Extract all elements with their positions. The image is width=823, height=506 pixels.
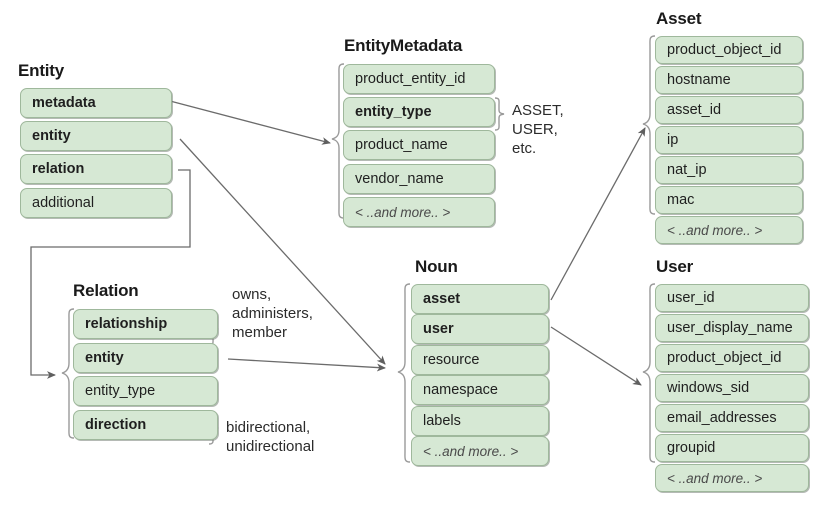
field-relation-entity[interactable]: entity — [73, 343, 218, 373]
field-user-user-id[interactable]: user_id — [655, 284, 809, 312]
field-noun-resource[interactable]: resource — [411, 345, 549, 375]
field-asset-nat-ip[interactable]: nat_ip — [655, 156, 803, 184]
annotation-relationship-values: owns, administers, member — [232, 286, 313, 341]
field-user-more[interactable]: < ..and more.. > — [655, 464, 809, 492]
group-title-entity-metadata: EntityMetadata — [344, 36, 463, 55]
group-title-relation: Relation — [73, 281, 139, 300]
field-user-email-addresses[interactable]: email_addresses — [655, 404, 809, 432]
field-relation-relationship[interactable]: relationship — [73, 309, 218, 339]
field-asset-asset-id[interactable]: asset_id — [655, 96, 803, 124]
field-noun-namespace[interactable]: namespace — [411, 375, 549, 405]
group-title-noun: Noun — [415, 257, 458, 276]
field-entity-metadata[interactable]: metadata — [20, 88, 172, 118]
field-entitymetadata-product-entity-id[interactable]: product_entity_id — [343, 64, 495, 94]
field-entity-relation[interactable]: relation — [20, 154, 172, 184]
field-user-product-object-id[interactable]: product_object_id — [655, 344, 809, 372]
edge-relation-entity-to-noun — [227, 358, 386, 372]
field-entity-entity[interactable]: entity — [20, 121, 172, 151]
field-user-user-display-name[interactable]: user_display_name — [655, 314, 809, 342]
field-relation-entity-type[interactable]: entity_type — [73, 376, 218, 406]
field-relation-direction[interactable]: direction — [73, 410, 218, 440]
field-user-groupid[interactable]: groupid — [655, 434, 809, 462]
annotation-entity-type-values: ASSET, USER, etc. — [512, 102, 564, 157]
field-noun-more[interactable]: < ..and more.. > — [411, 436, 549, 466]
group-title-asset: Asset — [656, 9, 702, 28]
annotation-direction-values: bidirectional, unidirectional — [226, 419, 315, 455]
field-entitymetadata-vendor-name[interactable]: vendor_name — [343, 164, 495, 194]
field-asset-product-object-id[interactable]: product_object_id — [655, 36, 803, 64]
field-entity-additional[interactable]: additional — [20, 188, 172, 218]
field-noun-user[interactable]: user — [411, 314, 549, 344]
field-entitymetadata-entity-type[interactable]: entity_type — [343, 97, 495, 127]
group-title-user: User — [656, 257, 694, 276]
field-noun-labels[interactable]: labels — [411, 406, 549, 436]
edge-entity-metadata-to-entitymetadata — [169, 100, 331, 145]
field-noun-asset[interactable]: asset — [411, 284, 549, 314]
edge-noun-user-to-user — [550, 326, 642, 386]
field-asset-hostname[interactable]: hostname — [655, 66, 803, 94]
brace-entitytype-right — [494, 97, 505, 131]
field-asset-ip[interactable]: ip — [655, 126, 803, 154]
brace-noun-left — [397, 283, 411, 463]
field-user-windows-sid[interactable]: windows_sid — [655, 374, 809, 402]
field-asset-more[interactable]: < ..and more.. > — [655, 216, 803, 244]
field-entitymetadata-more[interactable]: < ..and more.. > — [343, 197, 495, 227]
field-asset-mac[interactable]: mac — [655, 186, 803, 214]
edge-noun-asset-to-asset — [550, 127, 646, 301]
field-entitymetadata-product-name[interactable]: product_name — [343, 130, 495, 160]
group-title-entity: Entity — [18, 61, 65, 80]
